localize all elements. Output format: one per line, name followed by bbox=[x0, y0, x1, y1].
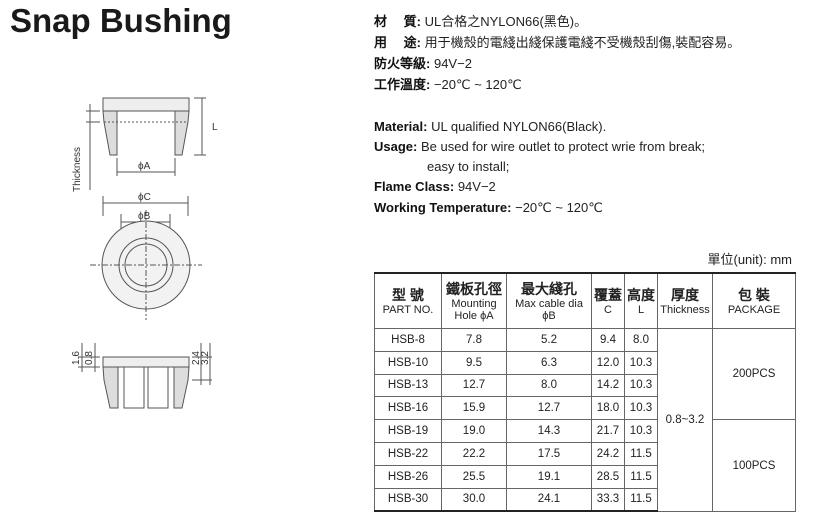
cell-package-200: 200PCS bbox=[712, 327, 796, 421]
page-title: Snap Bushing bbox=[10, 2, 232, 39]
table-row: HSB-8 7.8 5.2 9.4 8.0 0.8~3.2 200PCS bbox=[374, 327, 796, 512]
cell-part: HSB-13 bbox=[374, 373, 442, 398]
cell-c: 9.4 bbox=[591, 328, 625, 352]
cell-c: 24.2 bbox=[591, 441, 625, 466]
side-view-top bbox=[86, 97, 206, 190]
dim-3-2: 3.2 bbox=[200, 351, 211, 365]
label-thickness: Thickness bbox=[72, 147, 83, 192]
label-phi-c: ϕC bbox=[138, 192, 151, 203]
cell-part: HSB-10 bbox=[374, 350, 442, 375]
plan-view bbox=[90, 196, 202, 320]
cell-a: 12.7 bbox=[441, 373, 507, 398]
spec-flame-cn: 防火等級: 94V−2 bbox=[374, 56, 472, 71]
table-row: HSB-10 9.5 6.3 12.0 10.3 bbox=[374, 350, 796, 375]
spec-flame-en: Flame Class: 94V−2 bbox=[374, 179, 496, 194]
dim-1-6: 1.6 bbox=[71, 351, 82, 365]
table-row: HSB-19 19.0 14.3 21.7 10.3 100PCS bbox=[374, 419, 796, 512]
cell-b: 5.2 bbox=[506, 328, 592, 352]
bushing-drawing: L Thickness ϕA ϕC ϕB 1.6 0.8 2.4 3.2 bbox=[71, 97, 218, 409]
cell-c: 12.0 bbox=[591, 350, 625, 375]
cell-c: 28.5 bbox=[591, 464, 625, 489]
cell-l: 8.0 bbox=[624, 328, 658, 352]
cell-part: HSB-30 bbox=[374, 487, 442, 513]
cell-part: HSB-16 bbox=[374, 396, 442, 421]
side-view-bottom bbox=[78, 343, 212, 409]
spec-usage-en-2: easy to install; bbox=[427, 159, 510, 174]
cell-c: 21.7 bbox=[591, 419, 625, 443]
cell-l: 10.3 bbox=[624, 419, 658, 443]
cell-l: 11.5 bbox=[624, 464, 658, 489]
cell-a: 22.2 bbox=[441, 441, 507, 466]
cell-b: 24.1 bbox=[506, 487, 592, 513]
cell-l: 10.3 bbox=[624, 350, 658, 375]
cell-thickness: 0.8~3.2 bbox=[657, 328, 713, 512]
label-phi-b: ϕB bbox=[138, 211, 151, 222]
cell-l: 11.5 bbox=[624, 487, 658, 513]
unit-label: 單位(unit): mm bbox=[707, 252, 792, 267]
table-row: HSB-13 12.7 8.0 14.2 10.3 bbox=[374, 373, 796, 398]
table-row: HSB-22 22.2 17.5 24.2 11.5 bbox=[374, 441, 796, 466]
cell-l: 10.3 bbox=[624, 396, 658, 421]
spec-usage-cn: 用 途: 用于機殼的電綫出綫保護電綫不受機殼刮傷,裝配容易。 bbox=[374, 35, 741, 50]
cell-c: 18.0 bbox=[591, 396, 625, 421]
cell-part: HSB-8 bbox=[374, 328, 442, 352]
dim-2-4: 2.4 bbox=[191, 351, 202, 365]
table-row: HSB-30 30.0 24.1 33.3 11.5 bbox=[374, 487, 796, 513]
cell-a: 30.0 bbox=[441, 487, 507, 513]
label-phi-a: ϕA bbox=[138, 161, 151, 172]
cell-part: HSB-22 bbox=[374, 441, 442, 466]
label-l: L bbox=[212, 122, 218, 133]
table-row: HSB-26 25.5 19.1 28.5 11.5 bbox=[374, 464, 796, 489]
cell-a: 9.5 bbox=[441, 350, 507, 375]
cell-part: HSB-19 bbox=[374, 419, 442, 443]
cell-b: 17.5 bbox=[506, 441, 592, 466]
cell-b: 8.0 bbox=[506, 373, 592, 398]
cell-package-100: 100PCS bbox=[712, 419, 796, 512]
cell-b: 12.7 bbox=[506, 396, 592, 421]
cell-l: 10.3 bbox=[624, 373, 658, 398]
cell-b: 6.3 bbox=[506, 350, 592, 375]
spec-temp-en: Working Temperature: −20℃ ~ 120℃ bbox=[374, 200, 603, 215]
spec-material-en: Material: UL qualified NYLON66(Black). bbox=[374, 119, 607, 134]
cell-a: 15.9 bbox=[441, 396, 507, 421]
spec-temp-cn: 工作溫度: −20℃ ~ 120℃ bbox=[374, 77, 522, 92]
cell-a: 25.5 bbox=[441, 464, 507, 489]
cell-a: 7.8 bbox=[441, 328, 507, 352]
cell-a: 19.0 bbox=[441, 419, 507, 443]
cell-c: 14.2 bbox=[591, 373, 625, 398]
dim-0-8: 0.8 bbox=[84, 351, 95, 365]
cell-b: 19.1 bbox=[506, 464, 592, 489]
cell-part: HSB-26 bbox=[374, 464, 442, 489]
cell-c: 33.3 bbox=[591, 487, 625, 513]
cell-l: 11.5 bbox=[624, 441, 658, 466]
cell-b: 14.3 bbox=[506, 419, 592, 443]
spec-usage-en: Usage: Be used for wire outlet to protec… bbox=[374, 139, 705, 154]
spec-material-cn: 材 質: UL合格之NYLON66(黑色)。 bbox=[374, 14, 588, 29]
